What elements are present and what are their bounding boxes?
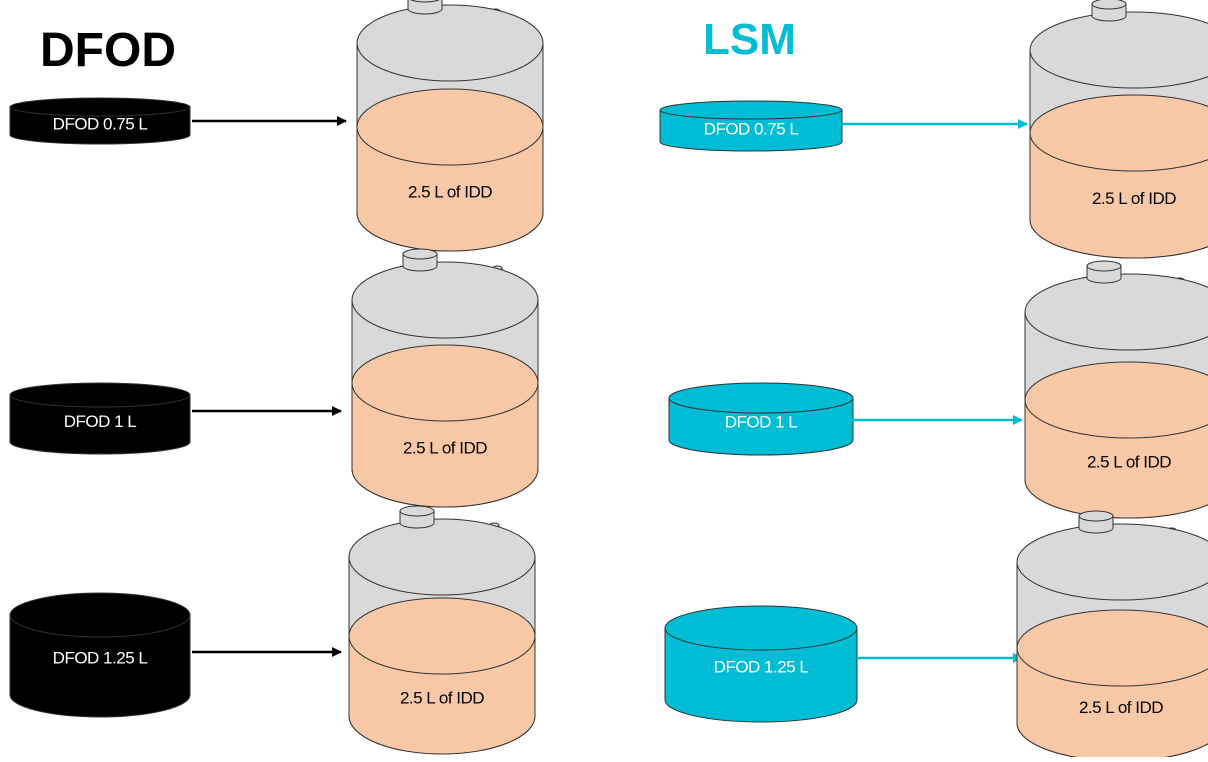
source-label: DFOD 1.25 L xyxy=(714,657,809,676)
tank-label: 2.5 L of IDD xyxy=(1087,452,1171,471)
source-top xyxy=(668,382,854,414)
tank-lid xyxy=(1029,11,1208,89)
liquid-surface xyxy=(1016,609,1208,687)
source-body xyxy=(659,109,843,152)
liquid-surface xyxy=(351,344,539,422)
tank-lid xyxy=(351,261,539,339)
tank-label: 2.5 L of IDD xyxy=(400,688,484,707)
tank-label: 2.5 L of IDD xyxy=(403,438,487,457)
lsm-heading: LSM xyxy=(703,15,796,64)
source-top xyxy=(659,100,843,120)
liquid-surface xyxy=(348,597,536,675)
tank-label: 2.5 L of IDD xyxy=(1079,698,1163,717)
source-body xyxy=(9,106,191,145)
source-body xyxy=(9,394,191,455)
tank-lid xyxy=(356,4,544,82)
source-label: DFOD 0.75 L xyxy=(704,119,799,138)
source-body xyxy=(664,627,858,723)
tank-label: 2.5 L of IDD xyxy=(1092,189,1176,208)
dfod-row-2: DFOD 1 L 2.5 L of IDD xyxy=(9,248,539,508)
source-top xyxy=(9,382,191,408)
lsm-row-2: DFOD 1 L 2.5 L of IDD xyxy=(668,260,1208,519)
liquid-surface xyxy=(1024,361,1208,439)
source-label: DFOD 1.25 L xyxy=(53,648,148,667)
source-body xyxy=(9,614,191,718)
source-top xyxy=(9,97,191,117)
dfod-row-3: DFOD 1.25 L 2.5 L of IDD xyxy=(9,505,536,755)
source-body xyxy=(668,397,854,456)
lsm-row-1: DFOD 0.75 L 2.5 L of IDD xyxy=(659,0,1208,259)
source-label: DFOD 1 L xyxy=(64,412,137,431)
source-label: DFOD 0.75 L xyxy=(53,114,148,133)
tank-lid xyxy=(348,518,536,596)
tank-lid xyxy=(1016,523,1208,601)
tank-cap xyxy=(407,0,443,15)
source-label: DFOD 1 L xyxy=(725,412,798,431)
liquid-surface xyxy=(356,88,544,166)
liquid-surface xyxy=(1029,94,1208,172)
source-top xyxy=(664,605,858,651)
tank-label: 2.5 L of IDD xyxy=(408,182,492,201)
source-top xyxy=(9,592,191,638)
tank-lid xyxy=(1024,273,1208,351)
dfod-row-1: DFOD 0.75 L 2.5 L of IDD xyxy=(9,0,544,252)
dfod-heading: DFOD xyxy=(40,24,176,77)
lsm-row-3: DFOD 1.25 L 2.5 L of IDD xyxy=(664,510,1208,762)
